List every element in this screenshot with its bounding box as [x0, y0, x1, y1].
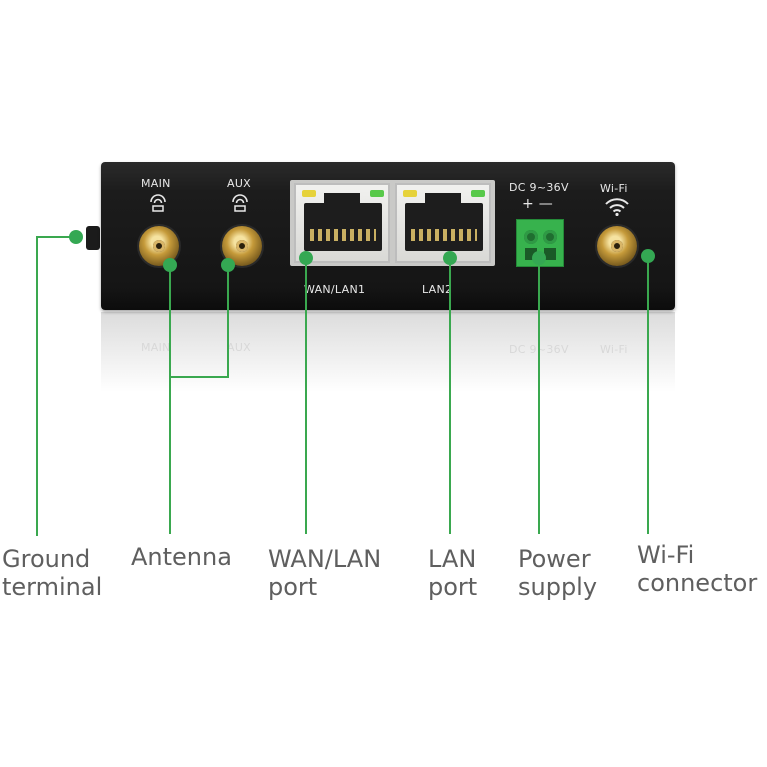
ground-screw	[86, 226, 100, 250]
link-led	[302, 190, 316, 197]
dc-voltage-label: DC 9~36V	[509, 181, 569, 194]
reflection-aux-label: AUX	[227, 341, 252, 354]
ground-terminal-label: Ground terminal	[2, 545, 103, 601]
antenna-leader-line	[169, 376, 229, 378]
activity-led	[471, 190, 485, 197]
lan-port-label: LAN port	[428, 545, 478, 601]
wifi-icon	[605, 198, 629, 216]
wan-marker-dot	[299, 251, 313, 265]
power-leader-line	[538, 258, 540, 534]
main-antenna-connector	[139, 226, 179, 266]
lan-marker-dot	[443, 251, 457, 265]
device-reflection	[101, 312, 675, 392]
reflection-main-label: MAIN	[141, 341, 171, 354]
reflection-wifi-label: Wi-Fi	[600, 343, 628, 356]
antenna-label: Antenna	[131, 543, 232, 571]
wifi-label: Wi-Fi	[600, 182, 628, 195]
activity-led	[370, 190, 384, 197]
wan-lan1-port	[294, 183, 390, 263]
wan-lan1-label: WAN/LAN1	[304, 283, 366, 296]
wan-lan-port-label: WAN/LAN port	[268, 545, 382, 601]
antenna-leader-line	[227, 264, 229, 377]
main-label: MAIN	[141, 177, 171, 190]
power-marker-dot	[532, 251, 546, 265]
lan2-port	[395, 183, 491, 263]
ground-marker-dot	[69, 230, 83, 244]
antenna-icon	[232, 194, 248, 212]
lan-leader-line	[449, 258, 451, 534]
polarity-label: + —	[522, 196, 554, 212]
wifi-connector-label: Wi-Fi connector	[637, 541, 758, 597]
ground-leader-line	[36, 236, 38, 536]
antenna-leader-line	[169, 264, 171, 534]
wifi-leader-line	[647, 256, 649, 534]
wan-leader-line	[305, 258, 307, 534]
link-led	[403, 190, 417, 197]
power-supply-label: Power supply	[518, 545, 598, 601]
lan2-label: LAN2	[422, 283, 453, 296]
aux-antenna-marker-dot	[221, 258, 235, 272]
main-antenna-marker-dot	[163, 258, 177, 272]
antenna-icon	[150, 194, 166, 212]
aux-label: AUX	[227, 177, 252, 190]
ground-leader-line	[36, 236, 76, 238]
wifi-antenna-connector	[597, 226, 637, 266]
wifi-marker-dot	[641, 249, 655, 263]
